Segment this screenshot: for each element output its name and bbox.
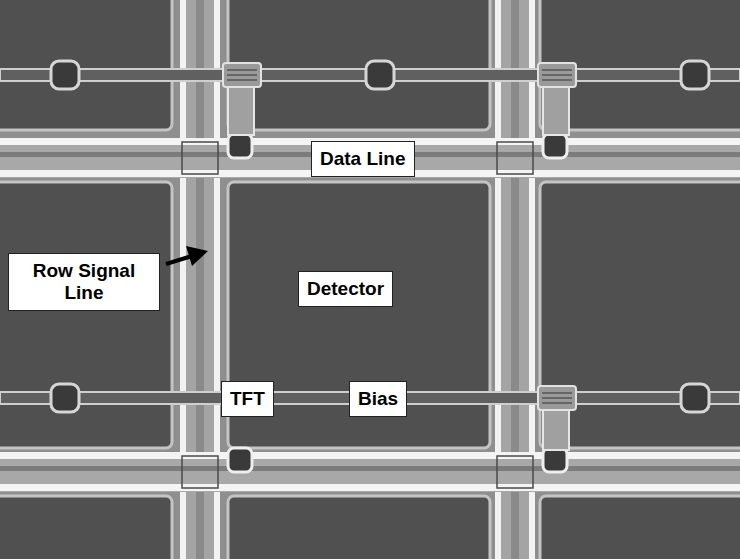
crossing-marks: [182, 142, 533, 488]
vias: [228, 134, 567, 472]
tft-switches: [223, 63, 576, 410]
bias-pads: [51, 61, 709, 412]
row-signal-line-label: Row Signal Line: [8, 253, 160, 311]
bias-label: Bias: [349, 381, 407, 417]
data-line-label: Data Line: [311, 141, 415, 177]
leader-arrow: [166, 246, 208, 266]
detector-label: Detector: [298, 271, 393, 307]
tft-label: TFT: [221, 381, 274, 417]
data-lines: [0, 138, 740, 492]
bias-lines: [0, 69, 740, 450]
